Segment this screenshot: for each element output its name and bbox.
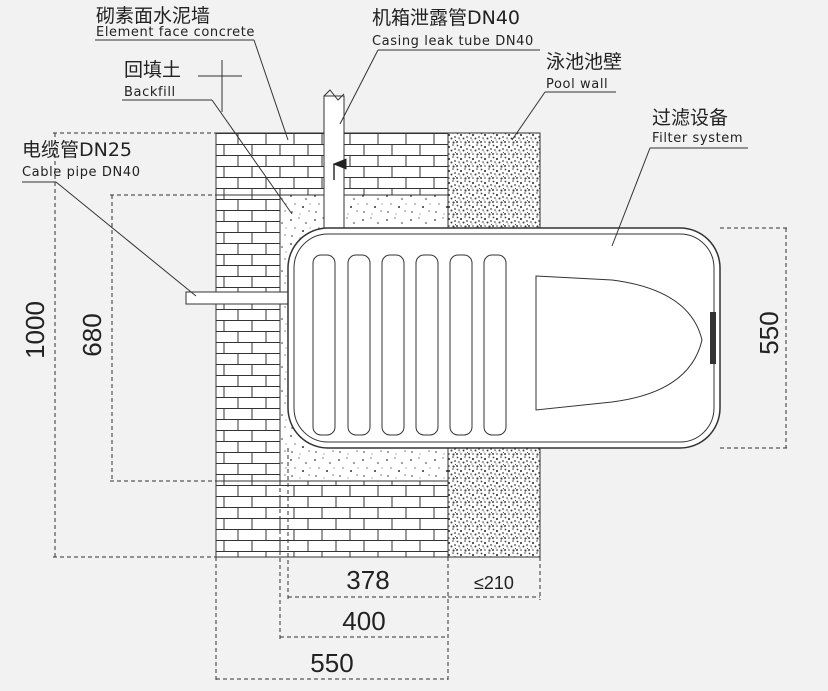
label-wall-zh: 砌素面水泥墙 <box>96 5 210 27</box>
label-wall: 砌素面水泥墙 Element face concrete <box>96 5 255 40</box>
label-cable: 电缆管DN25 Cable pipe DN40 <box>22 139 141 180</box>
dim-1000: 1000 <box>20 301 50 359</box>
label-cable-zh: 电缆管DN25 <box>22 139 132 161</box>
filter-slots <box>312 254 507 436</box>
dim-550-bottom: 550 <box>310 648 353 678</box>
dimension-lines <box>53 132 790 682</box>
label-backfill: 回填土 Backfill <box>124 59 181 100</box>
dim-680: 680 <box>77 313 107 356</box>
dim-550-filter: 550 <box>754 311 784 354</box>
label-filter: 过滤设备 Filter system <box>652 107 743 146</box>
label-leak-tube-zh: 机箱泄露管DN40 <box>372 7 520 29</box>
label-pool-wall: 泳池池壁 Pool wall <box>546 51 622 92</box>
label-cable-en: Cable pipe DN40 <box>22 165 141 180</box>
filter-nozzle <box>710 312 716 364</box>
label-leak-tube-en: Casing leak tube DN40 <box>372 34 534 49</box>
dim-210: ≤210 <box>474 573 514 593</box>
label-backfill-en: Backfill <box>124 85 176 100</box>
dim-378: 378 <box>346 565 389 595</box>
label-leak-tube: 机箱泄露管DN40 Casing leak tube DN40 <box>372 7 534 49</box>
cable-pipe <box>185 291 293 305</box>
filter-system <box>287 227 721 449</box>
label-wall-en: Element face concrete <box>96 25 255 40</box>
leader-lines <box>22 39 748 297</box>
label-backfill-zh: 回填土 <box>124 59 181 81</box>
label-pool-wall-zh: 泳池池壁 <box>546 51 622 73</box>
dimension-values: 1000 680 550 378 ≤210 400 550 <box>20 301 784 678</box>
label-filter-en: Filter system <box>652 131 743 146</box>
label-filter-zh: 过滤设备 <box>652 107 728 129</box>
pool-wall-area <box>447 132 541 558</box>
label-pool-wall-en: Pool wall <box>546 77 608 92</box>
filter-outlet <box>535 275 703 411</box>
leak-tube <box>323 89 347 231</box>
dim-400: 400 <box>342 606 385 636</box>
